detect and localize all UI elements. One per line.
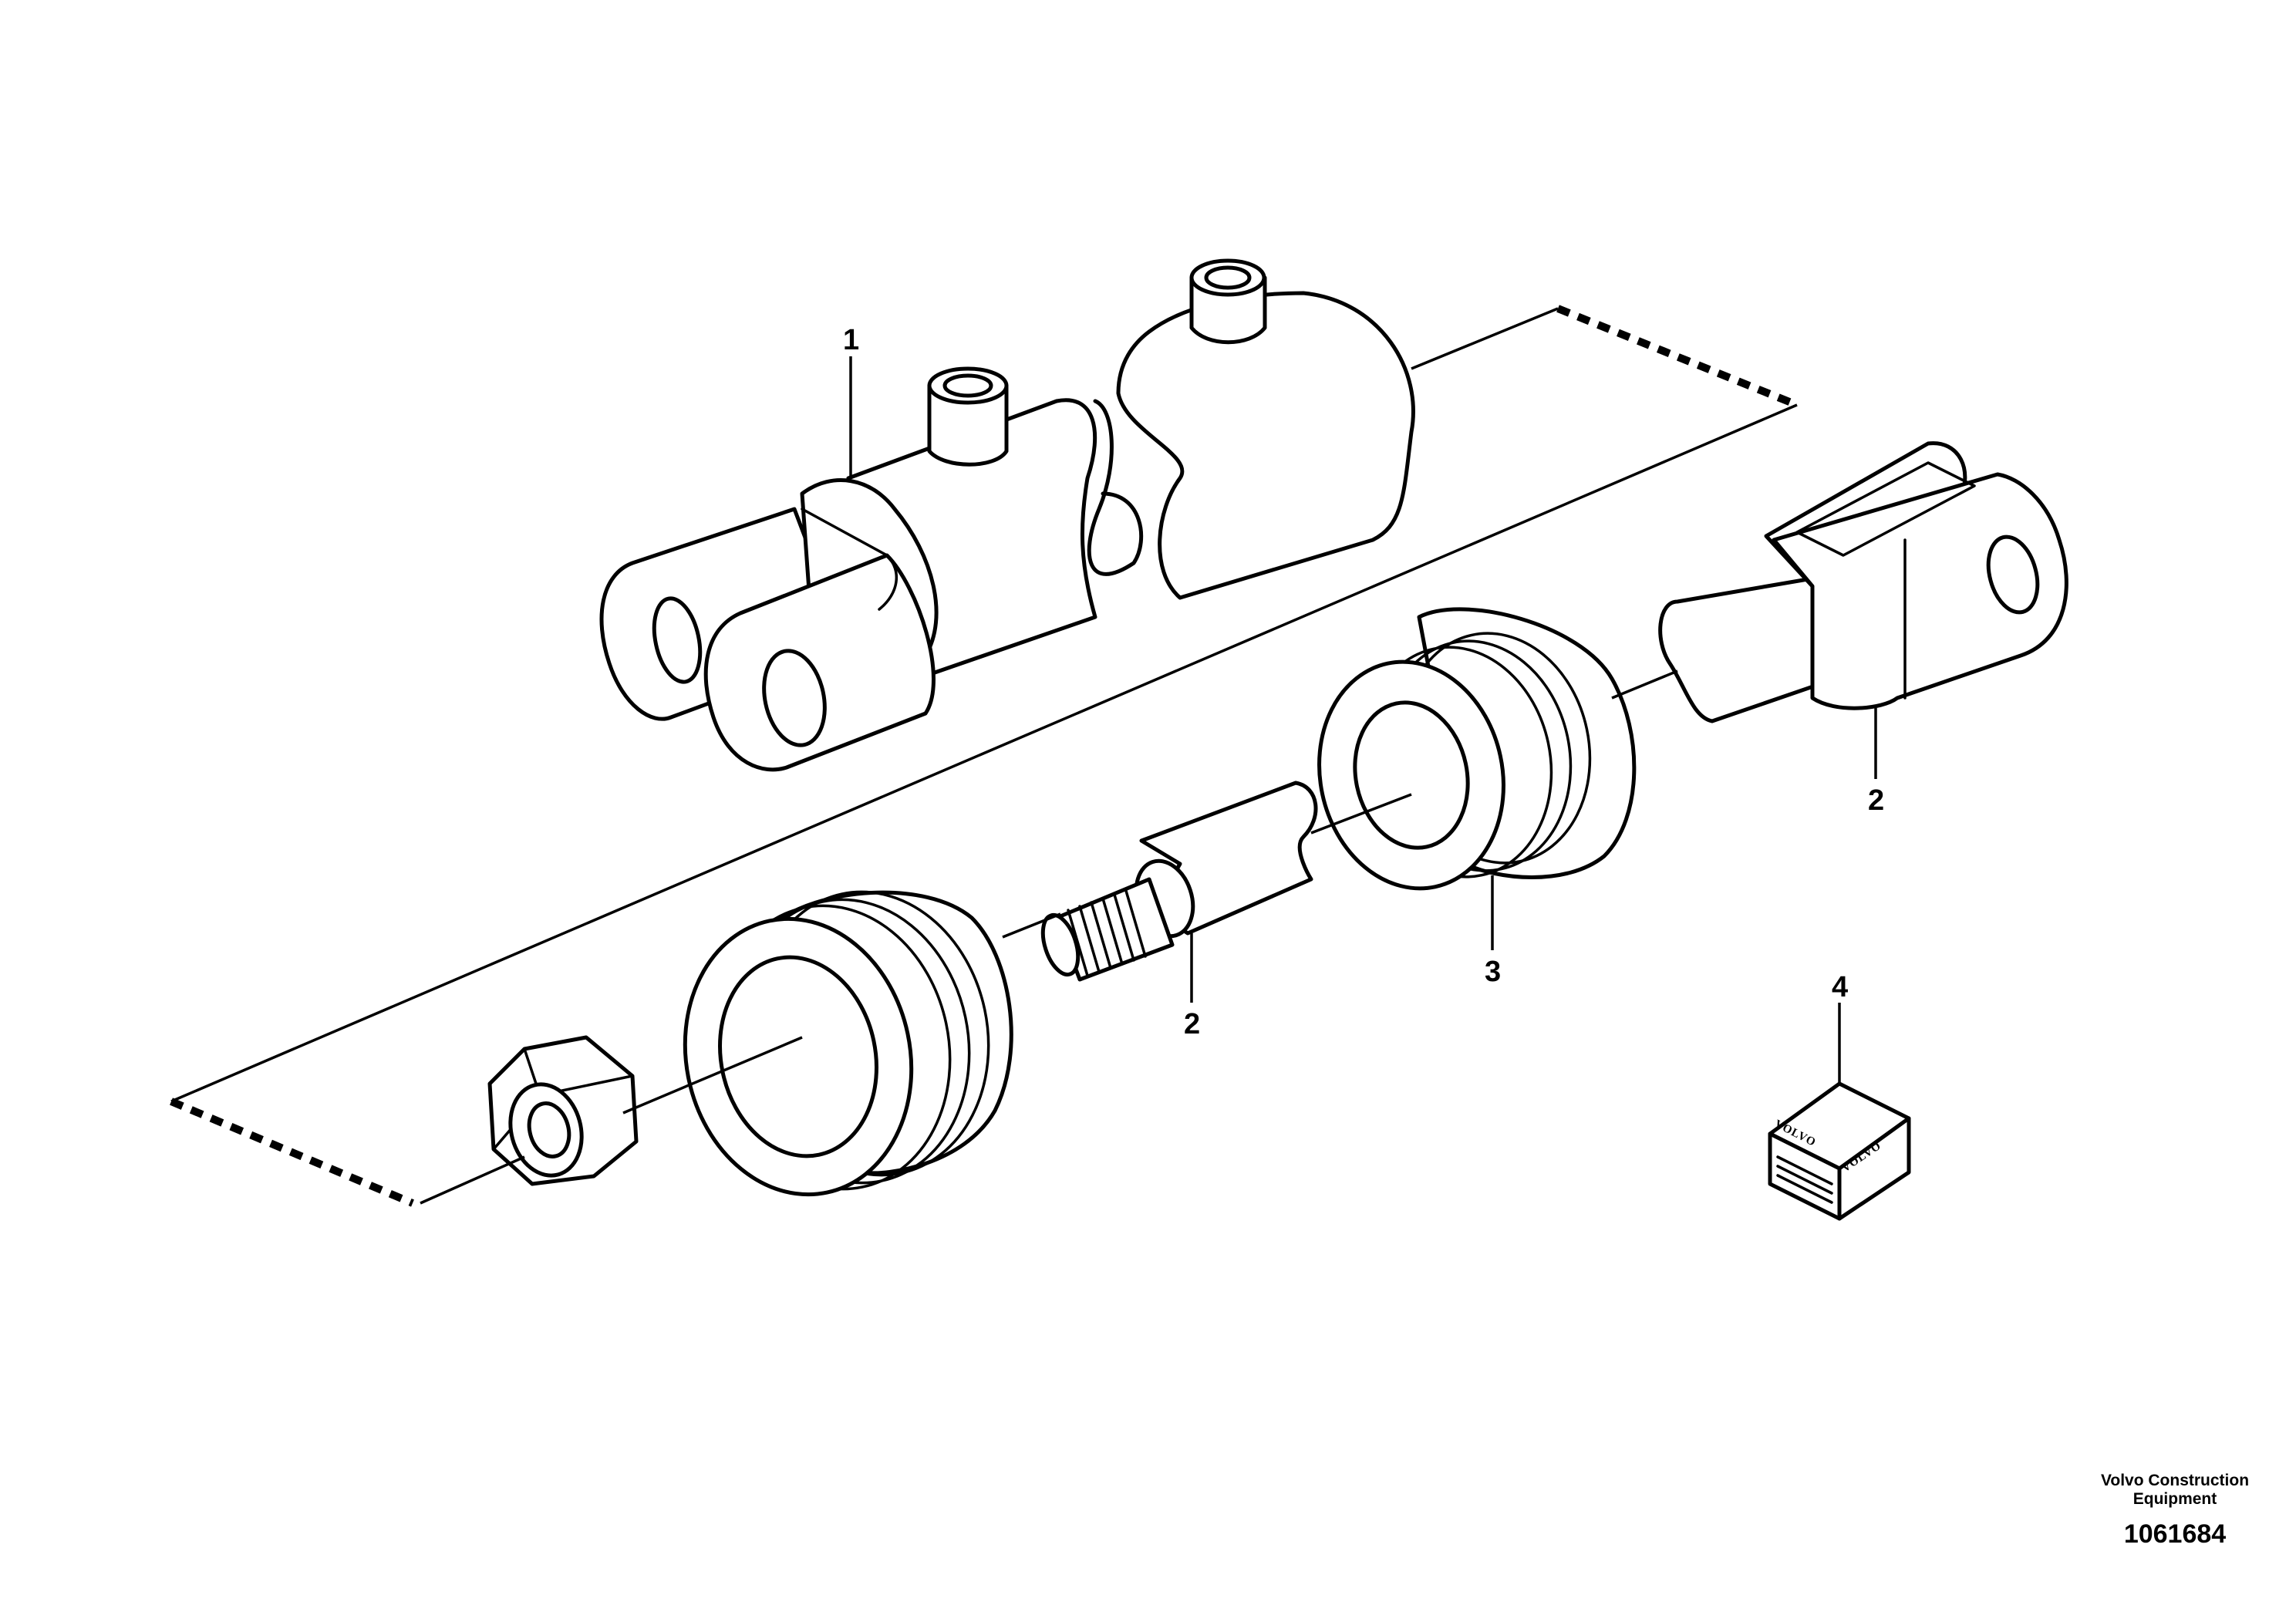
envelope-line-upper [1411,307,1559,370]
company-name-line1: Volvo Construction [2101,1472,2249,1489]
seal-kit-box: VOLVO VOLVO [1768,1081,1911,1221]
cylinder-body [599,258,1415,772]
drawing-number: 1061684 [2124,1519,2226,1549]
envelope-line-diagonal [170,403,1798,1103]
callout-cylinder-body: 1 [843,324,859,356]
assembly-envelope [170,305,1799,1207]
cylinder-gland [683,890,1013,1197]
piston-rod [1040,781,1318,982]
envelope-dash-top [1556,305,1799,409]
callout-seal-kit: 4 [1832,971,1848,1003]
callout-leaders [849,356,1877,1084]
company-name-line2: Equipment [2133,1490,2217,1508]
assembly-axis [420,669,1678,1205]
callout-piston-rod-eye: 2 [1868,784,1884,817]
callout-piston-rod: 2 [1184,1008,1200,1040]
callout-piston: 3 [1485,956,1501,988]
envelope-dash-bottom [170,1098,414,1207]
piston-rod-eye [1658,441,2068,723]
lock-nut [487,1035,639,1186]
piston [1317,607,1637,891]
